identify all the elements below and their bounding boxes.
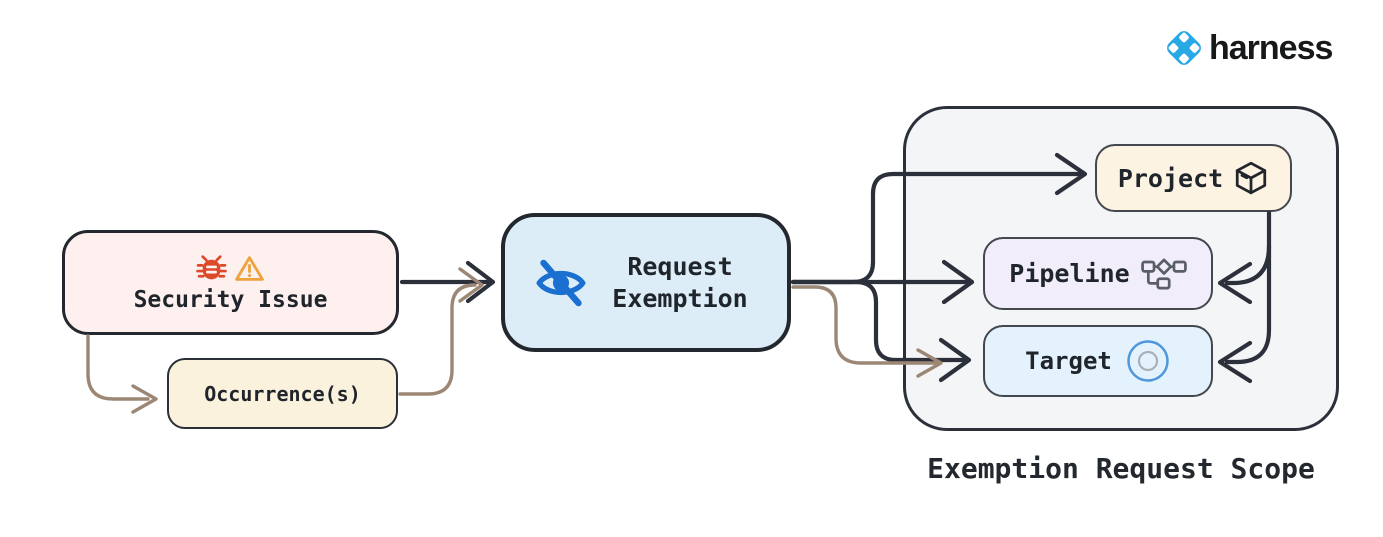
harness-diamond-icon [1167,31,1201,65]
node-project: Project [1095,144,1292,212]
package-cube-icon [1236,161,1267,195]
target-label: Target [1025,347,1112,375]
request-exemption-label: Request Exemption [612,252,748,313]
warning-icon [235,255,264,281]
target-circle-icon [1127,340,1169,382]
harness-logo: harness [1163,27,1333,69]
project-label: Project [1117,163,1224,193]
occurrences-label: Occurrence(s) [204,381,361,406]
security-issue-label: Security Issue [133,286,328,313]
bug-icon [196,254,227,279]
exemption-scope-caption: Exemption Request Scope [927,452,1315,485]
node-occurrences: Occurrence(s) [167,358,398,429]
pipeline-label: Pipeline [1009,259,1130,288]
node-target: Target [983,325,1213,397]
node-request-exemption: Request Exemption [501,213,791,352]
node-pipeline: Pipeline [983,237,1213,310]
brand-name: harness [1209,28,1333,67]
pipeline-flow-icon [1140,258,1187,289]
node-security-issue: Security Issue [62,230,399,335]
eye-off-icon [536,259,586,306]
